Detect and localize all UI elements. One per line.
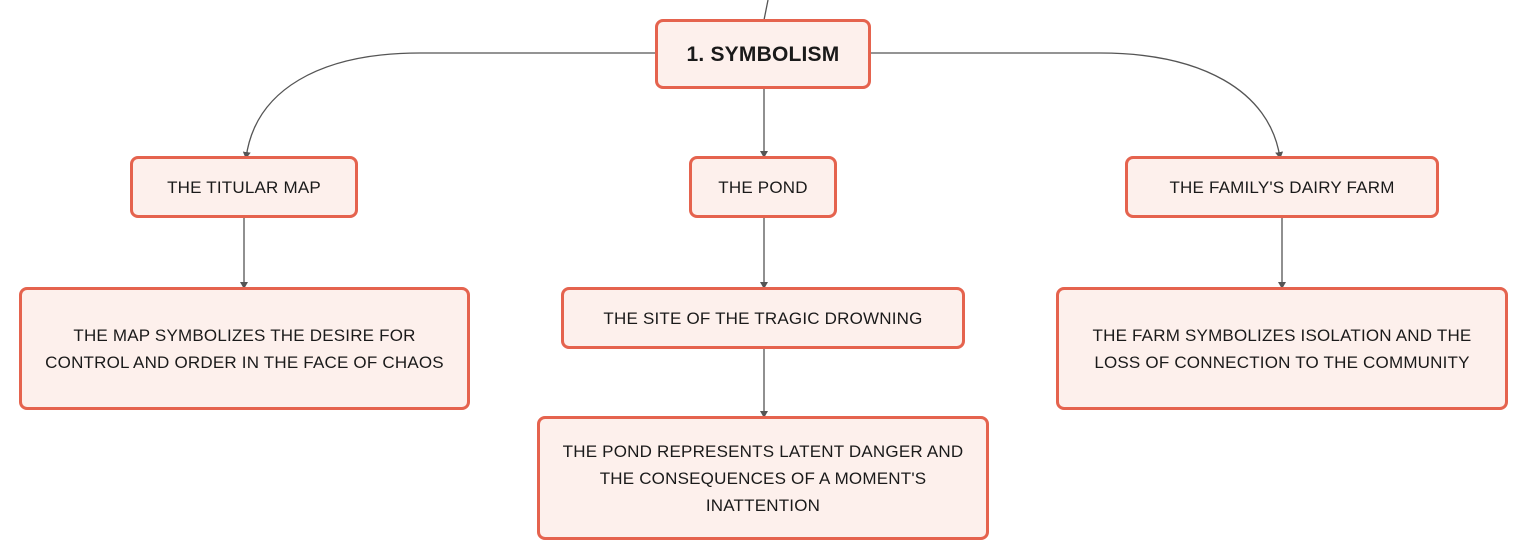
detail-node-label: THE MAP SYMBOLIZES THE DESIRE FOR CONTRO… [45,325,444,372]
detail-node-pond-latent-danger[interactable]: THE POND REPRESENTS LATENT DANGER AND TH… [537,416,989,540]
detail-node-label: THE POND REPRESENTS LATENT DANGER AND TH… [562,441,964,515]
connector-root-to-farm [870,52,1284,159]
root-node-symbolism[interactable]: 1. SYMBOLISM [655,19,871,89]
detail-node-farm-isolation[interactable]: THE FARM SYMBOLIZES ISOLATION AND THE LO… [1056,287,1508,410]
branch-node-label: THE TITULAR MAP [167,177,321,197]
branch-node-label: THE POND [718,177,808,197]
branch-node-label: THE FAMILY'S DAIRY FARM [1169,177,1395,197]
root-node-label: 1. SYMBOLISM [686,42,840,66]
branch-node-pond[interactable]: THE POND [689,156,837,218]
connector-incoming-root [763,0,769,21]
detail-node-label: THE SITE OF THE TRAGIC DROWNING [603,308,923,328]
detail-node-label: THE FARM SYMBOLIZES ISOLATION AND THE LO… [1092,325,1472,372]
connector-root-to-map [242,52,656,159]
detail-node-tragic-drowning-site[interactable]: THE SITE OF THE TRAGIC DROWNING [561,287,965,349]
detail-node-map-symbolism[interactable]: THE MAP SYMBOLIZES THE DESIRE FOR CONTRO… [19,287,470,410]
branch-node-dairy-farm[interactable]: THE FAMILY'S DAIRY FARM [1125,156,1439,218]
branch-node-titular-map[interactable]: THE TITULAR MAP [130,156,358,218]
